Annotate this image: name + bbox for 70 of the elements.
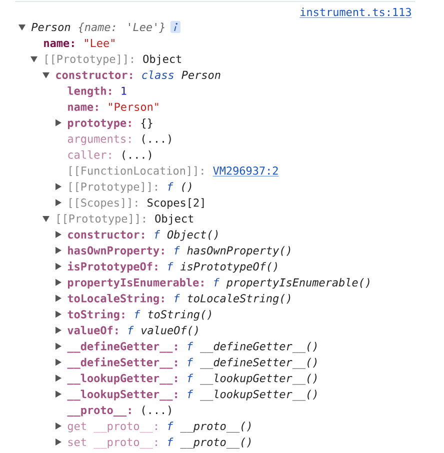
object-preview: {name: 'Lee'}	[78, 22, 164, 33]
internal-property-name: [[Prototype]]:	[58, 214, 145, 225]
property-name: length:	[68, 86, 111, 98]
property-name: __lookupGetter__:	[67, 374, 177, 385]
keyword: class	[142, 70, 174, 80]
internal-property-name: [[Prototype]]:	[70, 182, 157, 193]
class-name: Person	[31, 23, 70, 32]
property-value: (...)	[142, 134, 171, 144]
function-name: __proto__()	[180, 422, 251, 433]
function-name: __lookupSetter__()	[200, 390, 317, 401]
keyword: f	[188, 358, 194, 366]
keyword: f	[128, 326, 134, 334]
property-name: name:	[44, 40, 74, 48]
internal-property-name: [[Scopes]]:	[70, 198, 138, 209]
function-name: Object()	[167, 230, 218, 241]
number-value: 1	[122, 86, 126, 95]
property-name: set __proto__:	[68, 438, 157, 449]
property-value: Scopes[2]	[148, 198, 204, 209]
keyword: f	[168, 422, 174, 430]
function-name: ()	[182, 182, 192, 192]
property-name: __lookupSetter__:	[67, 390, 177, 401]
property-name: toString:	[68, 309, 124, 321]
function-name: toString()	[148, 310, 211, 321]
property-name: get __proto__:	[68, 422, 157, 433]
keyword: f	[168, 262, 174, 270]
property-value: {}	[141, 118, 152, 129]
keyword: f	[154, 230, 160, 238]
property-value: (...)	[122, 150, 152, 160]
keyword: f	[174, 294, 180, 302]
property-name: prototype:	[68, 119, 131, 130]
source-link: VM296937:2	[212, 166, 279, 176]
property-name: hasOwnProperty:	[68, 246, 164, 257]
keyword: f	[174, 246, 180, 254]
property-value: Object	[143, 54, 182, 66]
property-name: __defineSetter__:	[67, 357, 177, 369]
keyword: f	[168, 182, 174, 191]
keyword: f	[214, 278, 220, 286]
property-value: (...)	[142, 406, 171, 416]
keyword: f	[188, 342, 194, 350]
property-value: Object	[155, 214, 194, 225]
internal-property-name: [[FunctionLocation]]:	[70, 166, 204, 176]
function-name: __lookupGetter__()	[200, 374, 317, 385]
internal-property-name: [[Prototype]]:	[46, 54, 133, 66]
keyword: f	[168, 438, 174, 446]
property-name: propertyIsEnumerable:	[68, 278, 204, 289]
property-name: __proto__:	[67, 406, 131, 417]
keyword: f	[188, 390, 194, 398]
string-value: "Lee"	[85, 39, 114, 48]
property-name: isPrototypeOf:	[68, 262, 158, 273]
function-name: __proto__()	[180, 438, 251, 449]
function-name: hasOwnProperty()	[187, 246, 290, 257]
function-name: Person	[182, 70, 220, 80]
keyword: f	[135, 310, 140, 318]
function-name: __defineGetter__()	[200, 342, 317, 353]
property-name: valueOf:	[68, 326, 118, 334]
keyword: f	[188, 374, 194, 382]
property-name: caller:	[68, 150, 111, 159]
property-name: name:	[68, 104, 98, 111]
property-name: arguments:	[68, 135, 131, 146]
property-name: __defineGetter__:	[67, 341, 177, 353]
function-name: __defineSetter__()	[200, 358, 317, 369]
property-name: toLocaleString:	[68, 293, 164, 305]
function-name: isPrototypeOf()	[180, 262, 277, 273]
property-name: constructor:	[56, 71, 132, 80]
function-name: valueOf()	[142, 326, 198, 336]
string-value: "Person"	[109, 102, 158, 111]
property-name: constructor:	[68, 230, 144, 239]
function-name: toLocaleString()	[188, 294, 290, 305]
function-name: propertyIsEnumerable()	[226, 278, 370, 289]
source-link: instrument.ts:113	[299, 8, 412, 18]
